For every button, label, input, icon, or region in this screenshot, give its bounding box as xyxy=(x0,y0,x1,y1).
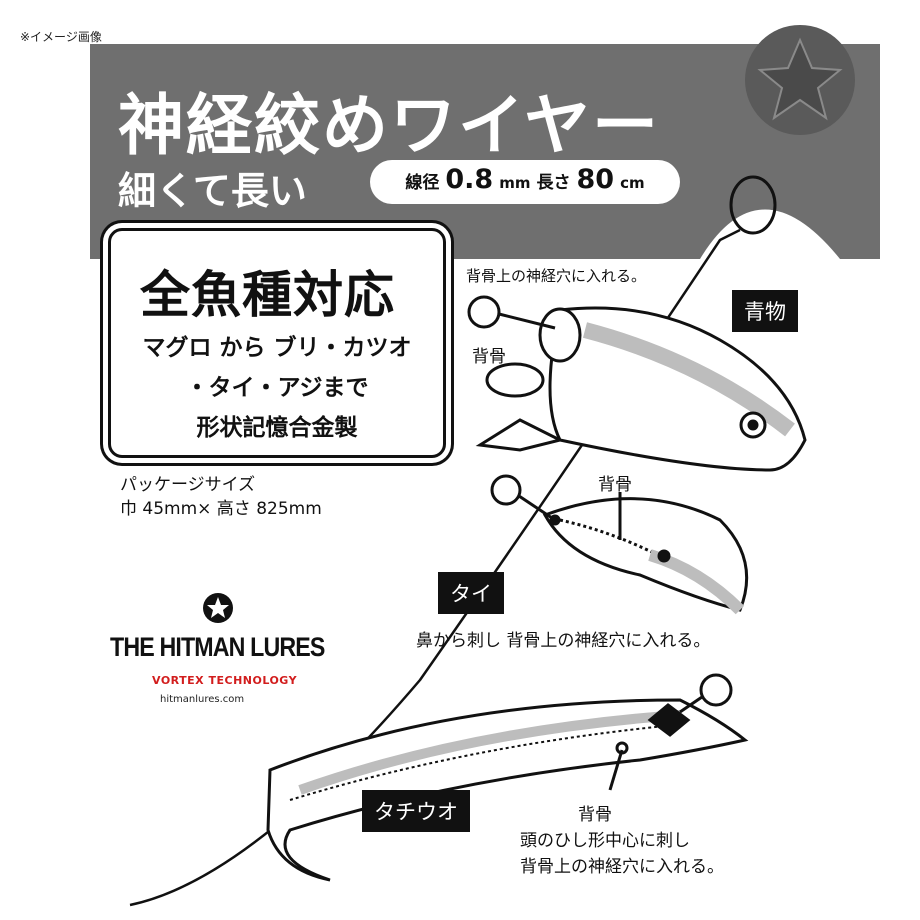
tag-tachiuo: タチウオ xyxy=(362,790,470,832)
spec-pill: 線径 0.8 mm 長さ 80 cm xyxy=(370,160,680,204)
caption-tachiuo-line-2: 背骨上の神経穴に入れる。 xyxy=(520,857,724,877)
logo-star-icon xyxy=(203,593,233,623)
diameter-label: 線径 xyxy=(405,173,440,193)
feature-line-1: マグロ から ブリ・カツオ xyxy=(142,335,412,361)
tag-aomono: 青物 xyxy=(732,290,798,332)
page-title: 神経絞めワイヤー xyxy=(118,87,661,164)
brand-tagline: VORTEX TECHNOLOGY xyxy=(152,674,298,687)
feature-line-2: ・タイ・アジまで xyxy=(185,375,369,401)
brand-url: hitmanlures.com xyxy=(160,694,245,705)
caption-tachiuo-line-1: 頭のひし形中心に刺し xyxy=(520,831,690,851)
caption-tai: 鼻から刺し 背骨上の神経穴に入れる。 xyxy=(416,631,711,651)
fish-tai xyxy=(542,497,749,615)
page-subtitle: 細くて長い xyxy=(118,169,307,213)
package-size-value: 巾 45mm× 高さ 825mm xyxy=(120,499,322,519)
feature-box xyxy=(108,228,446,458)
tag-tai: タイ xyxy=(438,572,504,614)
wire-ring-top xyxy=(729,175,777,235)
length-value: 80 xyxy=(576,164,615,195)
diameter-unit: mm xyxy=(499,174,531,192)
label-backbone-tai: 背骨 xyxy=(598,475,632,495)
wire-arc xyxy=(700,209,840,259)
fish-tachiuo xyxy=(266,698,749,882)
label-backbone-aomono: 背骨 xyxy=(472,347,506,367)
caption-aomono: 背骨上の神経穴に入れる。 xyxy=(466,267,647,285)
ring-tai xyxy=(490,474,622,540)
length-label: 長さ xyxy=(536,173,571,193)
ring-aomono xyxy=(467,295,556,330)
ring-tachiuo xyxy=(608,673,733,791)
feature-line-3: 形状記憶合金製 xyxy=(196,415,358,441)
star-emblem-icon xyxy=(745,25,855,135)
length-unit: cm xyxy=(620,174,645,192)
package-size-label: パッケージサイズ xyxy=(120,475,256,495)
diameter-value: 0.8 xyxy=(445,164,494,195)
fish-aomono xyxy=(475,306,807,472)
feature-box-title: 全魚種対応 xyxy=(140,266,395,324)
brand-logo-text: THE HITMAN LURES xyxy=(110,632,325,662)
label-backbone-tachiuo: 背骨 xyxy=(578,805,612,825)
image-note: ※イメージ画像 xyxy=(20,30,102,44)
